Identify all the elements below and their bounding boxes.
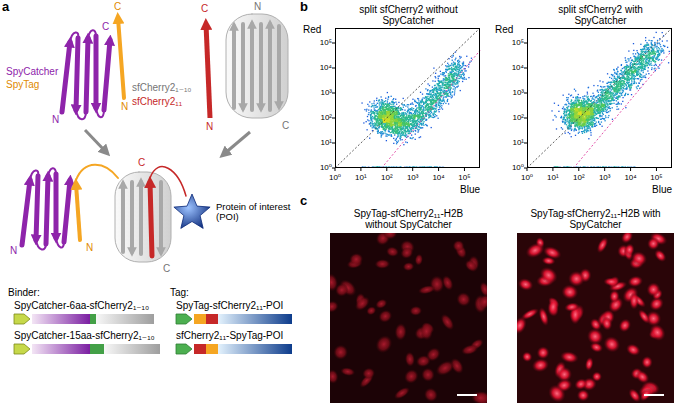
figure: Protein of interest (POI)split sfCherry2… — [0, 0, 692, 403]
